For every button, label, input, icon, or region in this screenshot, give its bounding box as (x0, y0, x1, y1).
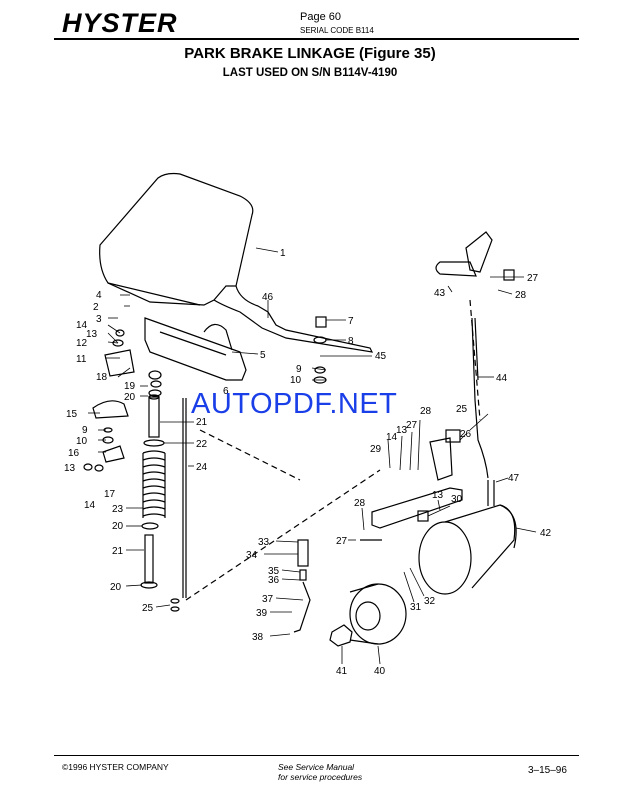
callout-24: 24 (196, 462, 208, 473)
callout-28a: 28 (515, 290, 527, 301)
page-subtitle: LAST USED ON S/N B114V-4190 (222, 67, 398, 79)
callout-25b: 25 (456, 404, 468, 415)
copyright: ©1996 HYSTER COMPANY (62, 762, 169, 772)
callout-12: 12 (76, 338, 88, 349)
serial-code: SERIAL CODE B114 (300, 26, 374, 35)
hyster-logo: HYSTER (62, 8, 178, 38)
callout-40: 40 (374, 666, 386, 677)
callout-5: 5 (260, 350, 266, 361)
callout-31: 31 (410, 602, 422, 613)
callout-1: 1 (280, 248, 286, 259)
callout-7: 7 (348, 316, 354, 327)
callout-46: 46 (262, 292, 274, 303)
callout-20a: 20 (124, 392, 136, 403)
callout-29: 29 (370, 444, 382, 455)
callout-3: 3 (96, 314, 102, 325)
callout-33: 33 (258, 537, 270, 548)
page-title: PARK BRAKE LINKAGE (Figure 35) (184, 45, 436, 62)
callout-20c: 20 (110, 582, 122, 593)
callout-26: 26 (460, 429, 472, 440)
callout-42: 42 (540, 528, 552, 539)
callout-10: 10 (290, 375, 302, 386)
callout-37: 37 (262, 594, 274, 605)
callout-28c: 28 (354, 498, 366, 509)
callout-21b: 21 (112, 546, 124, 557)
callout-27b: 27 (406, 420, 418, 431)
callout-13a: 13 (86, 329, 98, 340)
callout-11: 11 (76, 354, 87, 365)
header-rule (54, 38, 579, 40)
callout-15: 15 (66, 409, 78, 420)
callout-32: 32 (424, 596, 436, 607)
service-manual-note: See Service Manual (278, 762, 355, 772)
callout-8: 8 (348, 336, 354, 347)
callout-36: 36 (268, 575, 280, 586)
callout-45: 45 (375, 351, 387, 362)
callout-14a: 14 (76, 320, 88, 331)
callout-9: 9 (296, 364, 302, 375)
callout-13b: 13 (64, 463, 76, 474)
callout-28b: 28 (420, 406, 432, 417)
callout-22: 22 (196, 439, 208, 450)
callout-44: 44 (496, 373, 508, 384)
page-number: Page 60 (300, 11, 341, 23)
callout-14b: 14 (84, 500, 96, 511)
callout-10b: 10 (76, 436, 88, 447)
callout-39: 39 (256, 608, 268, 619)
callout-35: 35 (268, 566, 280, 577)
callout-4: 4 (96, 290, 102, 301)
callout-numbers: 1 2 3 4 5 6 7 8 9 10 11 12 13 14 15 9 10… (64, 248, 552, 677)
callout-27c: 27 (336, 536, 348, 547)
leader-lines (88, 247, 537, 665)
diagram-linework (83, 172, 517, 647)
callout-21a: 21 (196, 417, 208, 428)
callout-9b: 9 (82, 425, 88, 436)
watermark-text: AUTOPDF.NET (191, 388, 398, 420)
callout-17: 17 (104, 489, 116, 500)
callout-6: 6 (223, 386, 229, 397)
callout-34: 34 (246, 550, 258, 561)
callout-13d: 13 (432, 490, 444, 501)
callout-43: 43 (434, 288, 446, 299)
callout-19: 19 (124, 381, 136, 392)
callout-2: 2 (93, 302, 99, 313)
footer-rule (54, 755, 579, 756)
callout-20b: 20 (112, 521, 124, 532)
callout-23: 23 (112, 504, 124, 515)
service-procedures-note: for service procedures (278, 772, 363, 782)
callout-25a: 25 (142, 603, 154, 614)
callout-47: 47 (508, 473, 520, 484)
callout-38: 38 (252, 632, 264, 643)
callout-18: 18 (96, 372, 108, 383)
callout-13c: 13 (396, 425, 408, 436)
revision-date: 3–15–96 (528, 765, 567, 776)
callout-14c: 14 (386, 432, 398, 443)
callout-16: 16 (68, 448, 80, 459)
callout-41: 41 (336, 666, 348, 677)
callout-27a: 27 (527, 273, 539, 284)
callout-30: 30 (451, 494, 463, 505)
